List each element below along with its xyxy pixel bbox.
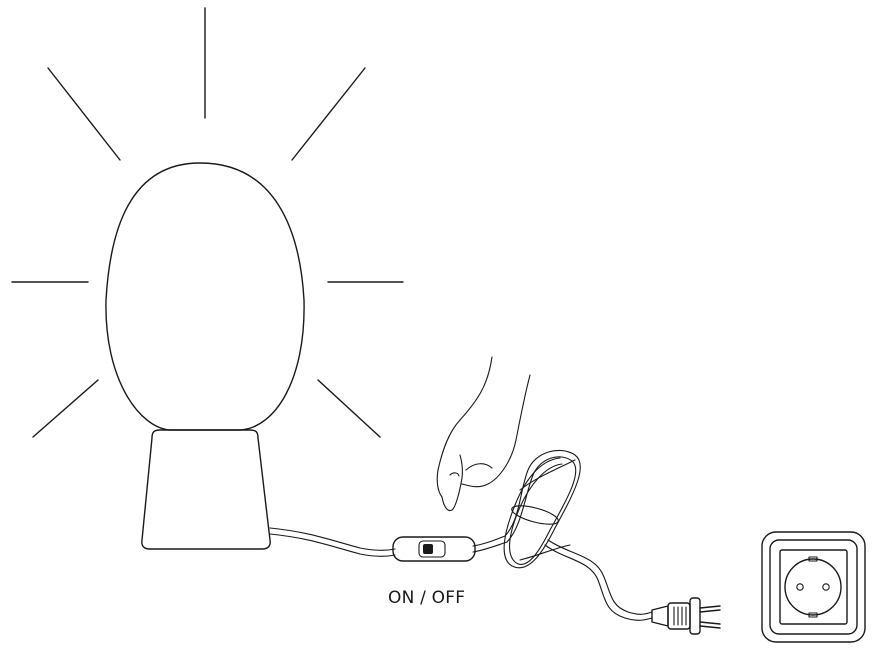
wall-socket	[761, 531, 866, 643]
ray-top-right	[291, 67, 366, 161]
light-rays	[11, 7, 404, 438]
inline-switch	[392, 536, 476, 562]
lamp-globe	[105, 162, 305, 431]
pointing-hand-icon	[436, 356, 531, 512]
power-cord	[269, 450, 653, 621]
power-plug	[651, 597, 721, 635]
switch-label: ON / OFF	[388, 588, 466, 608]
ray-bottom-left	[32, 379, 99, 438]
ray-bottom-right	[317, 379, 381, 438]
ray-top-left	[47, 67, 121, 161]
lamp-base	[141, 429, 271, 550]
